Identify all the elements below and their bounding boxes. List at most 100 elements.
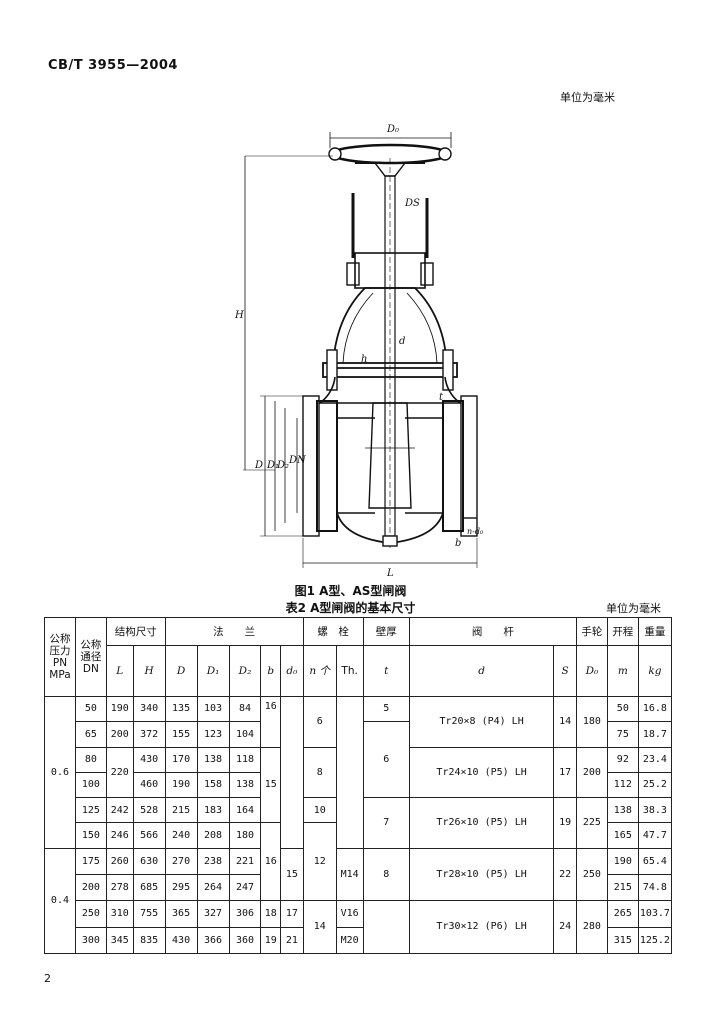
svg-text:DN: DN (288, 455, 307, 466)
cell-D2: 306 (228, 900, 262, 928)
cell-stem-d: Tr28×10 (P5) LH (408, 847, 555, 902)
header-mass: 重量 (637, 616, 673, 647)
cell-D: 365 (164, 900, 198, 928)
table-row: 200 278 685 295 264 247 215 74.8 (45, 874, 673, 902)
header-D1: D₁ (196, 645, 230, 697)
cell-D0: 225 (575, 797, 608, 849)
cell-mass: 25.2 (637, 771, 673, 799)
cell-H: 630 (132, 847, 166, 876)
header-hand: 手轮 (575, 616, 608, 647)
cell-D1: 264 (196, 874, 230, 902)
header-L: L (105, 645, 134, 697)
header-dn: 公称通径 DN (74, 617, 107, 697)
cell-L: 242 (105, 797, 134, 824)
cell-th (335, 695, 364, 849)
gate-valve-drawing: D₀ DS H d h t D D₁ D₂ DN b n-d₀ L (234, 124, 484, 578)
cell-D2: 138 (228, 771, 262, 799)
cell-stroke: 190 (606, 847, 639, 876)
cell-b: 16 (260, 822, 282, 902)
header-D2: D₂ (228, 645, 262, 697)
cell-H: 460 (132, 771, 166, 799)
cell-stem-d: Tr26×10 (P5) LH (408, 797, 555, 849)
svg-text:d: d (399, 336, 405, 347)
cell-S: 14 (553, 695, 577, 748)
cell-mass: 23.4 (637, 746, 673, 773)
cell-n: 10 (302, 797, 337, 824)
cell-th: M14 (335, 847, 364, 902)
header-stem: 阀 杆 (408, 616, 577, 647)
cell-mass: 47.7 (637, 822, 673, 849)
cell-H: 835 (132, 926, 166, 955)
table-unit-note: 单位为毫米 (606, 602, 661, 615)
cell-H: 566 (132, 822, 166, 849)
svg-text:L: L (386, 568, 394, 578)
cell-D: 170 (164, 746, 198, 773)
cell-H: 755 (132, 900, 166, 928)
cell-t (362, 900, 410, 954)
cell-L: 190 (105, 695, 134, 723)
cell-L: 260 (105, 847, 134, 876)
table-caption: 表2 A型闸阀的基本尺寸 (285, 601, 416, 615)
header-bolt: 螺 栓 (302, 616, 364, 647)
cell-D: 190 (164, 771, 198, 799)
pn-cell: 0.6 (44, 695, 76, 849)
cell-stroke: 50 (606, 695, 639, 723)
svg-text:D₂: D₂ (276, 460, 289, 471)
cell-b: 18 (260, 900, 282, 928)
cell-S: 19 (553, 797, 577, 849)
cell-D: 135 (164, 695, 198, 723)
cell-dn: 125 (74, 797, 107, 824)
cell-L: 345 (105, 926, 134, 955)
table-row: 65 200 372 155 123 104 6 75 18.7 (45, 721, 673, 799)
cell-th: M20 (335, 926, 364, 955)
svg-text:D₀: D₀ (386, 124, 399, 135)
cell-D2: 221 (228, 847, 262, 876)
svg-text:DS: DS (404, 198, 420, 209)
cell-t: 7 (362, 797, 410, 849)
cell-D1: 158 (196, 771, 230, 799)
cell-D2: 118 (228, 746, 262, 773)
cell-dn: 65 (74, 721, 107, 748)
svg-text:D: D (254, 460, 263, 471)
svg-text:t: t (439, 392, 444, 403)
header-th: Th. (335, 645, 364, 697)
header-b: b (260, 645, 282, 697)
cell-D1: 366 (196, 926, 230, 955)
svg-text:b: b (455, 538, 461, 549)
cell-D: 240 (164, 822, 198, 849)
cell-D0: 280 (575, 900, 608, 954)
cell-d0: 21 (280, 926, 304, 955)
cell-dn: 200 (74, 874, 107, 902)
cell-D2: 164 (228, 797, 262, 824)
cell-t: 8 (362, 847, 410, 902)
cell-d0: 17 (280, 900, 304, 928)
cell-L: 278 (105, 874, 134, 902)
svg-text:n-d₀: n-d₀ (467, 527, 484, 536)
cell-mass: 65.4 (637, 847, 673, 876)
cell-mass: 16.8 (637, 695, 673, 723)
cell-mass: 74.8 (637, 874, 673, 902)
cell-b: 15 (260, 746, 282, 824)
cell-stroke: 112 (606, 771, 639, 799)
table-row: 0.4 175 260 630 270 238 221 15 M14 8 Tr2… (44, 847, 673, 955)
svg-text:D₁: D₁ (266, 460, 279, 471)
unit-note: 单位为毫米 (560, 91, 615, 104)
valve-dimension-table: 公称压力 PN MPa 公称通径 DN 结构尺寸 法 兰 螺 栓 壁厚 阀 杆 … (44, 616, 673, 955)
cell-D2: 360 (228, 926, 262, 955)
cell-stroke: 165 (606, 822, 639, 849)
cell-D1: 103 (196, 695, 230, 723)
table-row: 125 242 528 215 183 164 10 7 Tr26×10 (P5… (45, 797, 673, 849)
cell-H: 430 (132, 746, 166, 773)
cell-t: 6 (362, 721, 410, 799)
header-t: t (362, 645, 410, 697)
cell-mass: 103.7 (637, 900, 673, 928)
cell-stroke: 138 (606, 797, 639, 824)
cell-D1: 238 (196, 847, 230, 876)
cell-th: V16 (335, 900, 364, 928)
cell-D2: 247 (228, 874, 262, 902)
figure-caption: 图1 A型、AS型闸阀 (294, 584, 407, 598)
cell-D2: 84 (228, 695, 262, 723)
header-flange: 法 兰 (164, 616, 304, 647)
header-wall: 壁厚 (362, 616, 410, 647)
cell-L: 246 (105, 822, 134, 849)
